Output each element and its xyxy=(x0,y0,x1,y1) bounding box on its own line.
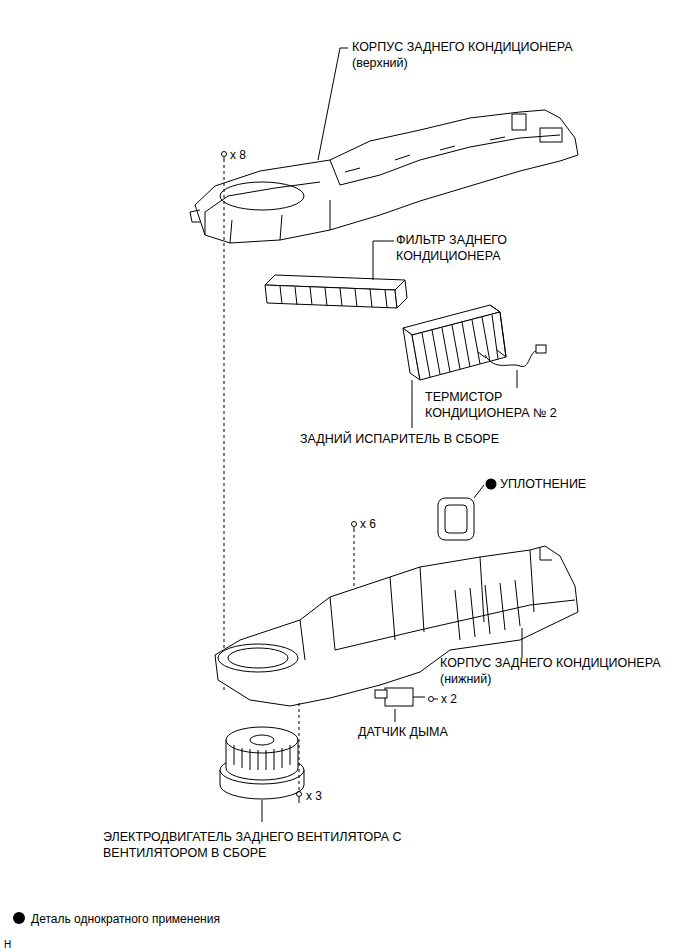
screw-symbol xyxy=(222,152,227,163)
quantity-label: x 3 xyxy=(306,788,322,804)
part-label: H xyxy=(4,937,11,952)
part-label: КОРПУС ЗАДНЕГО КОНДИЦИОНЕРА (нижний) xyxy=(440,655,685,687)
gasket xyxy=(438,498,474,540)
screw-symbol xyxy=(352,522,357,533)
part-label: УПЛОТНЕНИЕ xyxy=(500,476,586,492)
dashed-guide-line xyxy=(299,700,300,790)
quantity-label: x 8 xyxy=(230,147,246,163)
part-label: КОРПУС ЗАДНЕГО КОНДИЦИОНЕРА (верхний) xyxy=(352,39,612,71)
evaporator xyxy=(403,305,506,380)
leader-line xyxy=(262,800,263,822)
quantity-label: x 2 xyxy=(441,691,457,707)
dashed-guide-line xyxy=(224,165,225,690)
leader-line xyxy=(318,48,348,160)
part-label: ЭЛЕКТРОДВИГАТЕЛЬ ЗАДНЕГО ВЕНТИЛЯТОРА С В… xyxy=(103,829,453,861)
leader-line xyxy=(373,241,394,280)
filter xyxy=(265,275,407,308)
upper-housing xyxy=(190,110,578,243)
legend-dot xyxy=(13,912,25,924)
part-label: ФИЛЬТР ЗАДНЕГО КОНДИЦИОНЕРА xyxy=(396,232,546,264)
thermistor xyxy=(478,345,546,367)
leader-line xyxy=(395,709,396,722)
blower-motor xyxy=(220,727,304,799)
leader-line xyxy=(412,380,413,428)
leader-line xyxy=(517,370,518,388)
lower-housing xyxy=(215,546,578,706)
part-label: ДАТЧИК ДЫМА xyxy=(358,724,448,740)
part-label: ТЕРМИСТОР КОНДИЦИОНЕРА № 2 xyxy=(425,389,595,421)
one-time-use-dot xyxy=(486,479,497,490)
quantity-label: x 6 xyxy=(360,516,376,532)
leader-line xyxy=(522,628,523,658)
smoke-sensor xyxy=(375,688,425,706)
screw-symbol xyxy=(297,792,302,804)
leader-line xyxy=(474,485,484,498)
screw-symbol xyxy=(429,697,439,702)
legend-text: Деталь однократного применения xyxy=(31,911,220,927)
part-label: ЗАДНИЙ ИСПАРИТЕЛЬ В СБОРЕ xyxy=(300,431,499,447)
